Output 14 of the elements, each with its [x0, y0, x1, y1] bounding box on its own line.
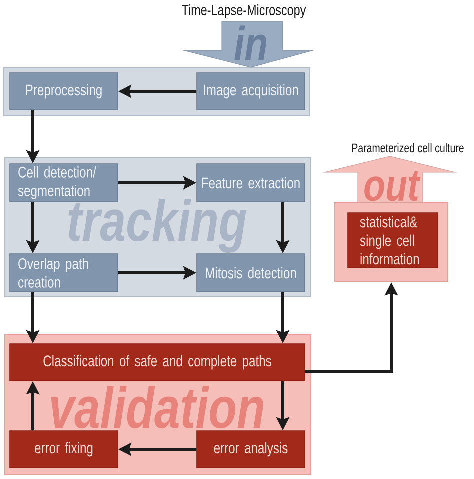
process-box: Preprocessing [10, 72, 118, 110]
process-box: error analysis [196, 430, 306, 468]
process-box: error fixing [10, 430, 118, 468]
caption-text: Time-Lapse-Microscopy [182, 4, 306, 18]
process-box: Cell detection/ segmentation [10, 164, 118, 202]
process-box: statistical& single cell information [348, 212, 438, 268]
process-box: Overlap path creation [10, 254, 118, 292]
process-box: Classification of safe and complete paths [10, 344, 306, 382]
process-box: Mitosis detection [196, 254, 306, 292]
process-box: Image acquisition [196, 72, 306, 110]
caption-text: Parameterized cell culture [352, 143, 464, 153]
process-box: Feature extraction [196, 164, 306, 202]
block-arrow [322, 156, 458, 203]
edge-label: out [364, 172, 421, 202]
